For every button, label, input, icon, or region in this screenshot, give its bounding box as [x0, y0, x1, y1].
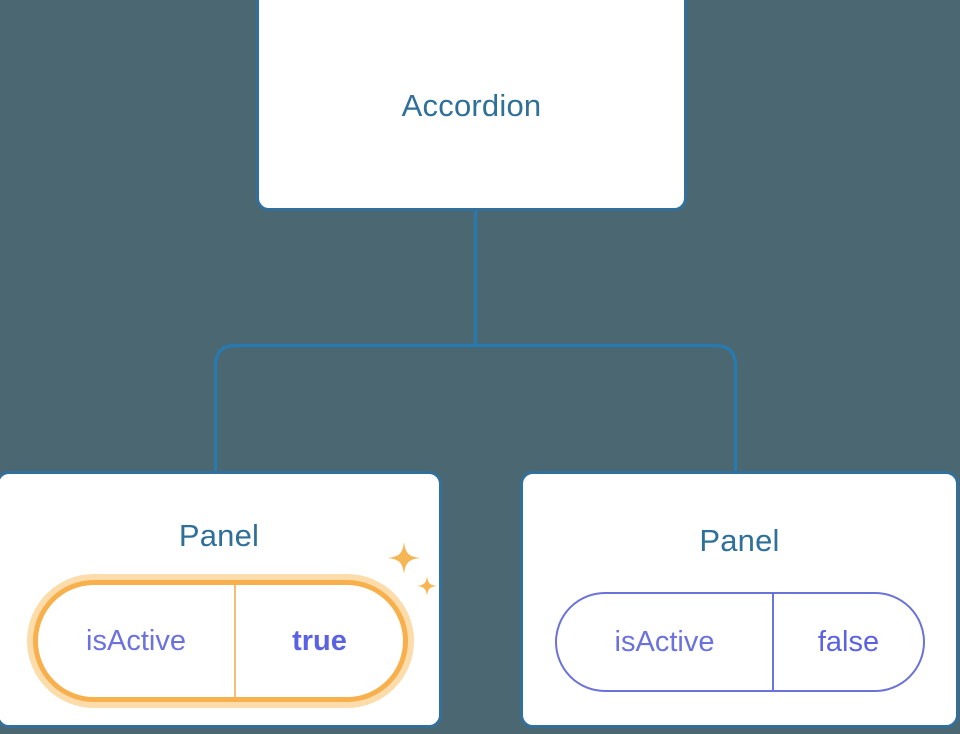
prop-key-label: isActive [614, 625, 715, 658]
prop-key-cell: isActive [38, 585, 234, 697]
connector-branch-left [213, 343, 476, 471]
prop-key-label: isActive [86, 624, 186, 657]
prop-value-label: true [292, 624, 347, 657]
node-panel-right-title: Panel [699, 523, 780, 558]
prop-value-cell: true [234, 585, 403, 697]
node-accordion[interactable]: Accordion [256, 0, 687, 211]
prop-key-cell: isActive [557, 594, 772, 690]
prop-value-cell: false [772, 594, 923, 690]
connector-branch-right [475, 343, 738, 471]
prop-pill-is-active-true[interactable]: isActive true [33, 580, 408, 702]
node-panel-left-title: Panel [178, 518, 260, 553]
prop-value-label: false [817, 625, 880, 658]
prop-pill-is-active-false[interactable]: isActive false [555, 592, 925, 692]
node-accordion-title: Accordion [401, 88, 542, 123]
